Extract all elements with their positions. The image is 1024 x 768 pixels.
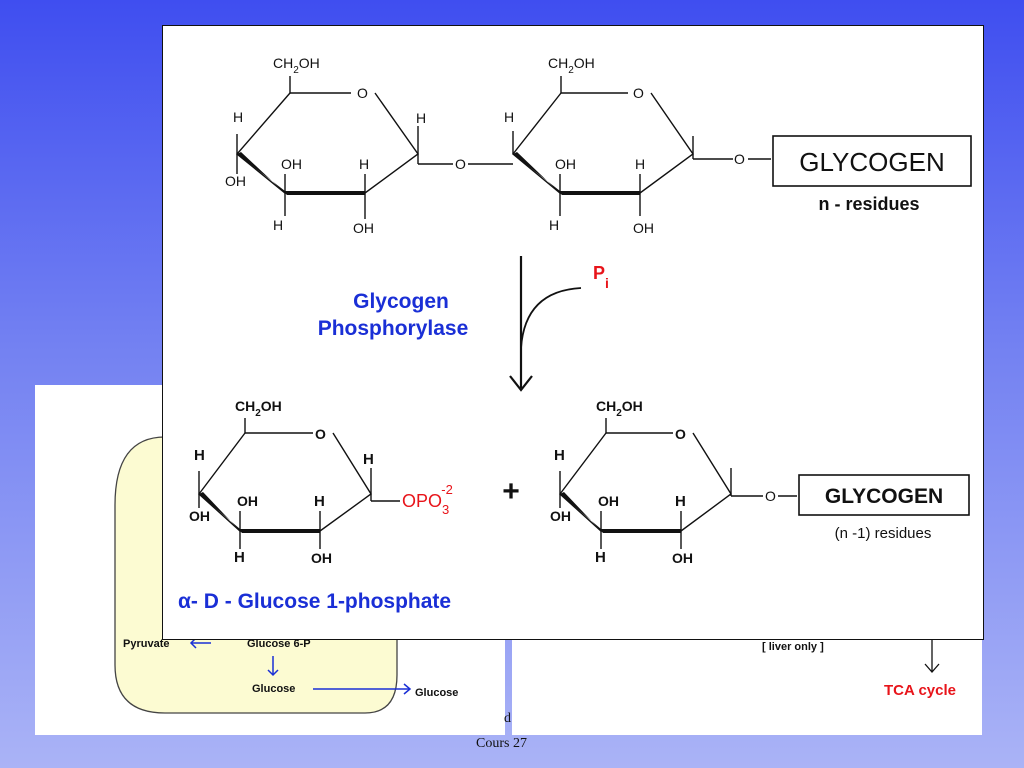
- label-h: H: [416, 110, 426, 126]
- label-glucose-outer: Glucose: [415, 687, 458, 699]
- label-product-name: α- D - Glucose 1-phosphate: [178, 590, 451, 613]
- label-subscript-2: 2: [293, 65, 299, 76]
- label-oh: OH: [555, 156, 576, 172]
- label-oh: OH: [311, 550, 332, 566]
- label-glycogen: GLYCOGEN: [825, 485, 943, 508]
- label-ch2oh: CH: [235, 398, 255, 414]
- label-opo3: OPO: [402, 491, 442, 511]
- label-h: H: [595, 549, 606, 566]
- label-oh: OH: [225, 173, 246, 189]
- label-enzyme-line1: Glycogen: [353, 290, 449, 313]
- arrow-to-tca-head: [924, 663, 940, 673]
- top-ring-1: CH2OH O H H OH OH H H OH: [225, 55, 453, 236]
- reaction-arrow-head: [509, 375, 533, 392]
- svg-text:CH2OH: CH2OH: [548, 55, 595, 76]
- label-h: H: [273, 217, 283, 233]
- label-ring-oxygen: O: [675, 426, 686, 442]
- label-subscript-2: 2: [255, 408, 261, 419]
- label-oh: OH: [189, 508, 210, 524]
- label-link-oxygen: O: [734, 151, 745, 167]
- label-ch2oh: CH: [548, 55, 568, 71]
- label-link-oxygen: O: [455, 156, 466, 172]
- label-pi: P: [593, 263, 605, 283]
- label-opo3-subscript: 3: [442, 502, 449, 517]
- label-ch2oh: CH: [596, 398, 616, 414]
- label-oh: OH: [622, 398, 643, 414]
- arrow-down-glucose-head: [267, 669, 279, 677]
- label-plus: +: [502, 475, 520, 508]
- label-n-residues: n - residues: [818, 194, 919, 214]
- label-oh: OH: [299, 55, 320, 71]
- label-h: H: [675, 493, 686, 510]
- label-h: H: [359, 156, 369, 172]
- label-h: H: [554, 447, 565, 464]
- label-ch2oh: CH: [273, 55, 293, 71]
- footer-course-label: Cours 27: [476, 736, 527, 751]
- label-subscript-2: 2: [616, 408, 622, 419]
- label-oh: OH: [281, 156, 302, 172]
- label-oh: OH: [633, 220, 654, 236]
- bottom-ring-1: CH2OH O H H OH OH H H OH: [189, 398, 400, 566]
- label-enzyme-line2: Phosphorylase: [318, 317, 469, 340]
- background-right-diagram: [ liver only ] TCA cycle: [762, 640, 956, 699]
- svg-text:Pi: Pi: [593, 263, 609, 291]
- label-oh: OH: [550, 508, 571, 524]
- label-opo3-charge: -2: [441, 482, 453, 497]
- svg-text:OPO3-2: OPO3 -2: [402, 482, 453, 517]
- label-h: H: [314, 493, 325, 510]
- label-n-minus-1-residues: (n -1) residues: [835, 525, 932, 542]
- label-oh: OH: [598, 493, 619, 509]
- arrow-glucose-out-head: [403, 683, 412, 695]
- label-oh: OH: [574, 55, 595, 71]
- label-tca-cycle: TCA cycle: [884, 682, 956, 699]
- glycogen-box-bottom: [798, 474, 970, 516]
- reaction-panel: CH2OH O H H OH OH H H OH O CH2O: [162, 25, 984, 640]
- label-h: H: [234, 549, 245, 566]
- label-ring-oxygen: O: [315, 426, 326, 442]
- bottom-ring-2: CH2OH O H OH OH H H OH: [550, 398, 763, 566]
- label-liver-only: [ liver only ]: [762, 641, 824, 653]
- label-h: H: [635, 156, 645, 172]
- pi-curved-arrow: [520, 287, 582, 349]
- label-glycogen: GLYCOGEN: [799, 147, 944, 177]
- label-oh: OH: [261, 398, 282, 414]
- label-subscript-2: 2: [568, 65, 574, 76]
- footer-partial-text: d: [504, 711, 511, 726]
- label-oh: OH: [353, 220, 374, 236]
- label-h: H: [504, 109, 514, 125]
- glycogen-phosphorylase-reaction: CH2OH O H H OH OH H H OH O CH2O: [178, 55, 972, 613]
- glycogen-box-top: [772, 135, 972, 187]
- label-pi-subscript: i: [605, 275, 609, 291]
- label-ring-oxygen: O: [633, 85, 644, 101]
- svg-text:CH2OH: CH2OH: [273, 55, 320, 76]
- svg-text:CH2OH: CH2OH: [596, 398, 643, 419]
- label-link-oxygen: O: [765, 488, 776, 504]
- label-oh: OH: [237, 493, 258, 509]
- label-glucose-6p: Glucose 6-P: [247, 638, 311, 650]
- svg-text:CH2OH: CH2OH: [235, 398, 282, 419]
- label-h: H: [194, 447, 205, 464]
- label-glucose-inner: Glucose: [252, 683, 295, 695]
- label-h: H: [549, 217, 559, 233]
- label-ring-oxygen: O: [357, 85, 368, 101]
- top-ring-2: CH2OH O H OH H H OH: [504, 55, 733, 236]
- label-oh: OH: [672, 550, 693, 566]
- label-pyruvate: Pyruvate: [123, 638, 169, 650]
- label-h: H: [363, 451, 374, 468]
- label-h: H: [233, 109, 243, 125]
